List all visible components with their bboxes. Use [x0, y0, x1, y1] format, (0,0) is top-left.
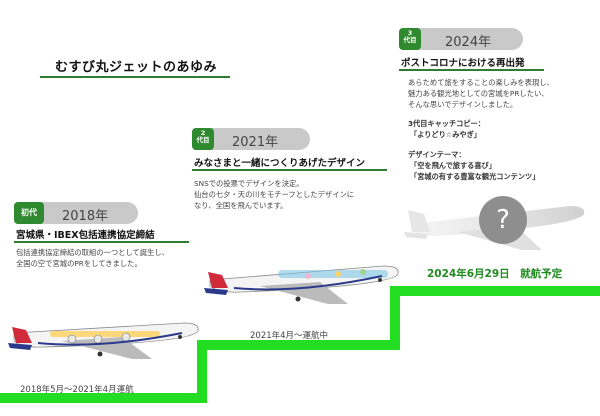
era3-badge-label: 代目 — [403, 35, 417, 44]
era3-desc-3: そんな思いでデザインしました。 — [408, 100, 518, 109]
era3-catch-label: 3代目キャッチコピー： — [408, 119, 485, 128]
era2-period: 2021年4月～運航中 — [250, 331, 329, 341]
era1-badge: 初代 — [14, 202, 44, 224]
era1-desc-1: 包括連携協定締結の取組の一つとして誕生し、 — [16, 248, 170, 257]
era1-heading: 宮城県・IBEX包括連携協定締結 — [16, 230, 155, 241]
era1-underline — [14, 241, 189, 243]
era2-heading: みなさまと一緒につくりあげたデザイン — [194, 158, 366, 169]
era2-desc-3: なり、全国を飛んでいます。 — [194, 201, 288, 210]
era3-year-pill — [399, 28, 523, 50]
era1-desc-2: 全国の空で宮城のPRをしてきました。 — [16, 259, 142, 268]
era1-year-pill — [14, 202, 138, 224]
era1-year: 2018年 — [62, 209, 109, 224]
era3-heading: ポストコロナにおける再出発 — [401, 58, 525, 69]
era3-catch: 「よりどり☆みやぎ」 — [410, 130, 481, 139]
title-underline — [40, 76, 230, 78]
era3-theme-label: デザインテーマ： — [408, 150, 466, 159]
era2-desc-1: SNSでの投票でデザインを決定。 — [194, 179, 304, 188]
page-title: むすび丸ジェットのあゆみ — [55, 60, 218, 75]
era3-badge: 3 代目 — [399, 28, 421, 50]
era2-year-pill — [192, 128, 310, 150]
stair-line — [0, 286, 600, 403]
era3-desc-2: 魅力ある観光地としての宮城をPRしたい、 — [408, 89, 549, 98]
airplane-1-image — [8, 322, 199, 359]
era2-badge-label: 代目 — [196, 135, 210, 144]
era3-underline — [399, 69, 544, 71]
era2-year: 2021年 — [232, 135, 279, 150]
mystery-circle: ? — [479, 196, 527, 244]
era3-badge-number: 3 — [407, 29, 413, 37]
era2-underline — [192, 169, 387, 171]
era3-year: 2024年 — [445, 35, 492, 50]
era2-badge-number: 2 — [200, 129, 206, 137]
era1-period: 2018年5月～2021年4月運航 — [20, 385, 134, 395]
era3-desc-1: あらためて旅をすることの楽しみを表現し、 — [408, 78, 554, 87]
era3-theme-1: 「空を飛んで旅する喜び」 — [410, 161, 496, 170]
airplane-2-image — [204, 265, 399, 304]
era2-badge: 2 代目 — [192, 128, 214, 150]
era2-desc-2: 仙台の七夕・天の川をモチーフとしたデザインに — [194, 190, 355, 199]
era3-theme-2: 「宮城の有する豊富な観光コンテンツ」 — [410, 172, 540, 181]
era3-schedule: 2024年6月29日 就航予定 — [427, 268, 563, 280]
